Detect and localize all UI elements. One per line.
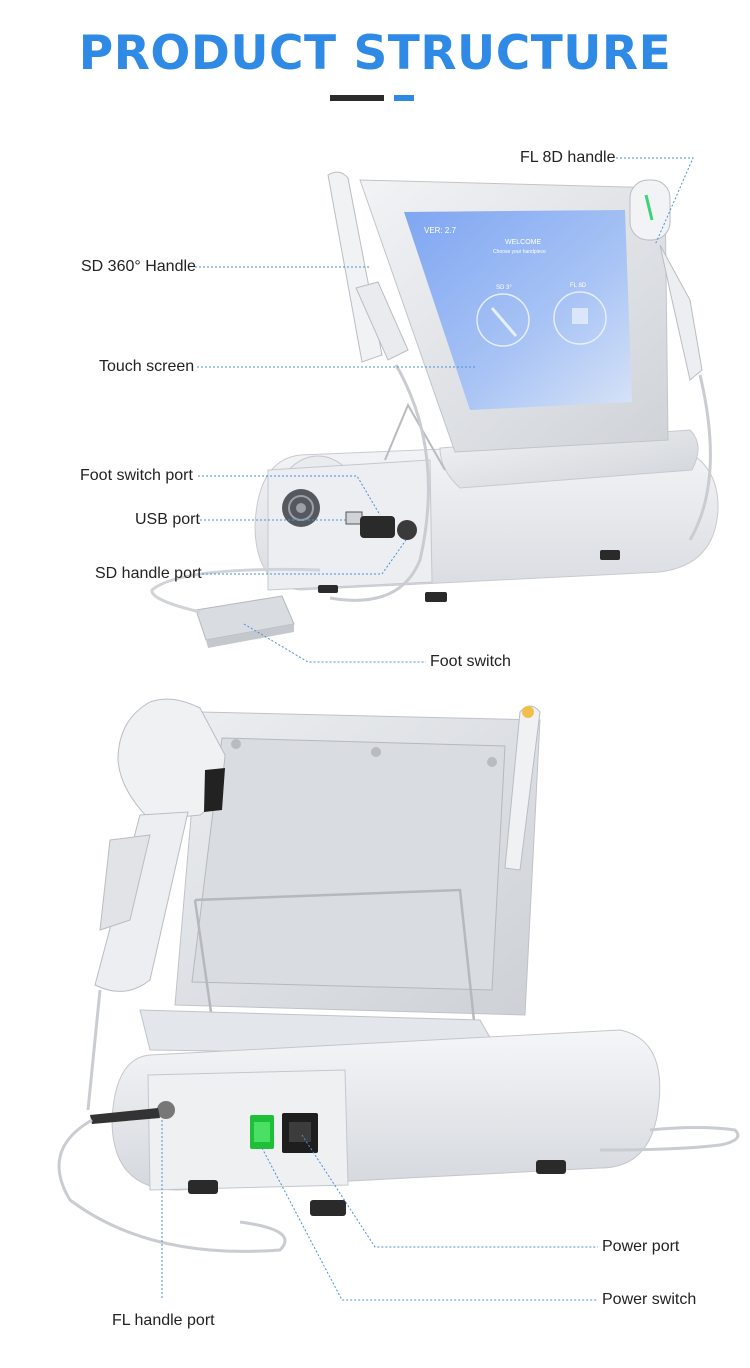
leader-power-port — [301, 1134, 598, 1248]
label-foot-switch: Foot switch — [430, 653, 511, 670]
label-fl-handle-port: FL handle port — [112, 1312, 215, 1329]
front-view-illustration — [150, 171, 719, 648]
screen-version: VER: 2.7 — [424, 226, 457, 235]
screen-option-right: FL 8D — [570, 283, 587, 289]
label-sd-handle-port: SD handle port — [95, 565, 202, 582]
screen-welcome: WELCOME — [505, 239, 542, 246]
label-power-switch: Power switch — [602, 1291, 697, 1308]
screen-option-left: SD 3° — [496, 285, 512, 291]
label-power-port: Power port — [602, 1238, 680, 1255]
leader-foot-switch — [243, 623, 426, 663]
page-title: PRODUCT STRUCTURE — [78, 26, 672, 81]
label-sd-360-handle: SD 360° Handle — [81, 258, 196, 275]
label-touch-screen: Touch screen — [99, 358, 195, 375]
leader-sd-handle-port — [202, 539, 407, 575]
label-fl-8d-handle: FL 8D handle — [520, 149, 616, 166]
leader-fl-8d-handle — [616, 157, 694, 246]
title-underline-accent — [394, 95, 414, 101]
leader-power-switch — [261, 1147, 598, 1301]
label-foot-switch-port: Foot switch port — [80, 467, 193, 484]
label-usb-port: USB port — [135, 511, 200, 528]
screen-prompt: Choose your handpiece — [493, 249, 546, 255]
leader-foot-switch-port — [198, 475, 381, 516]
title-underline-dark — [330, 95, 384, 101]
